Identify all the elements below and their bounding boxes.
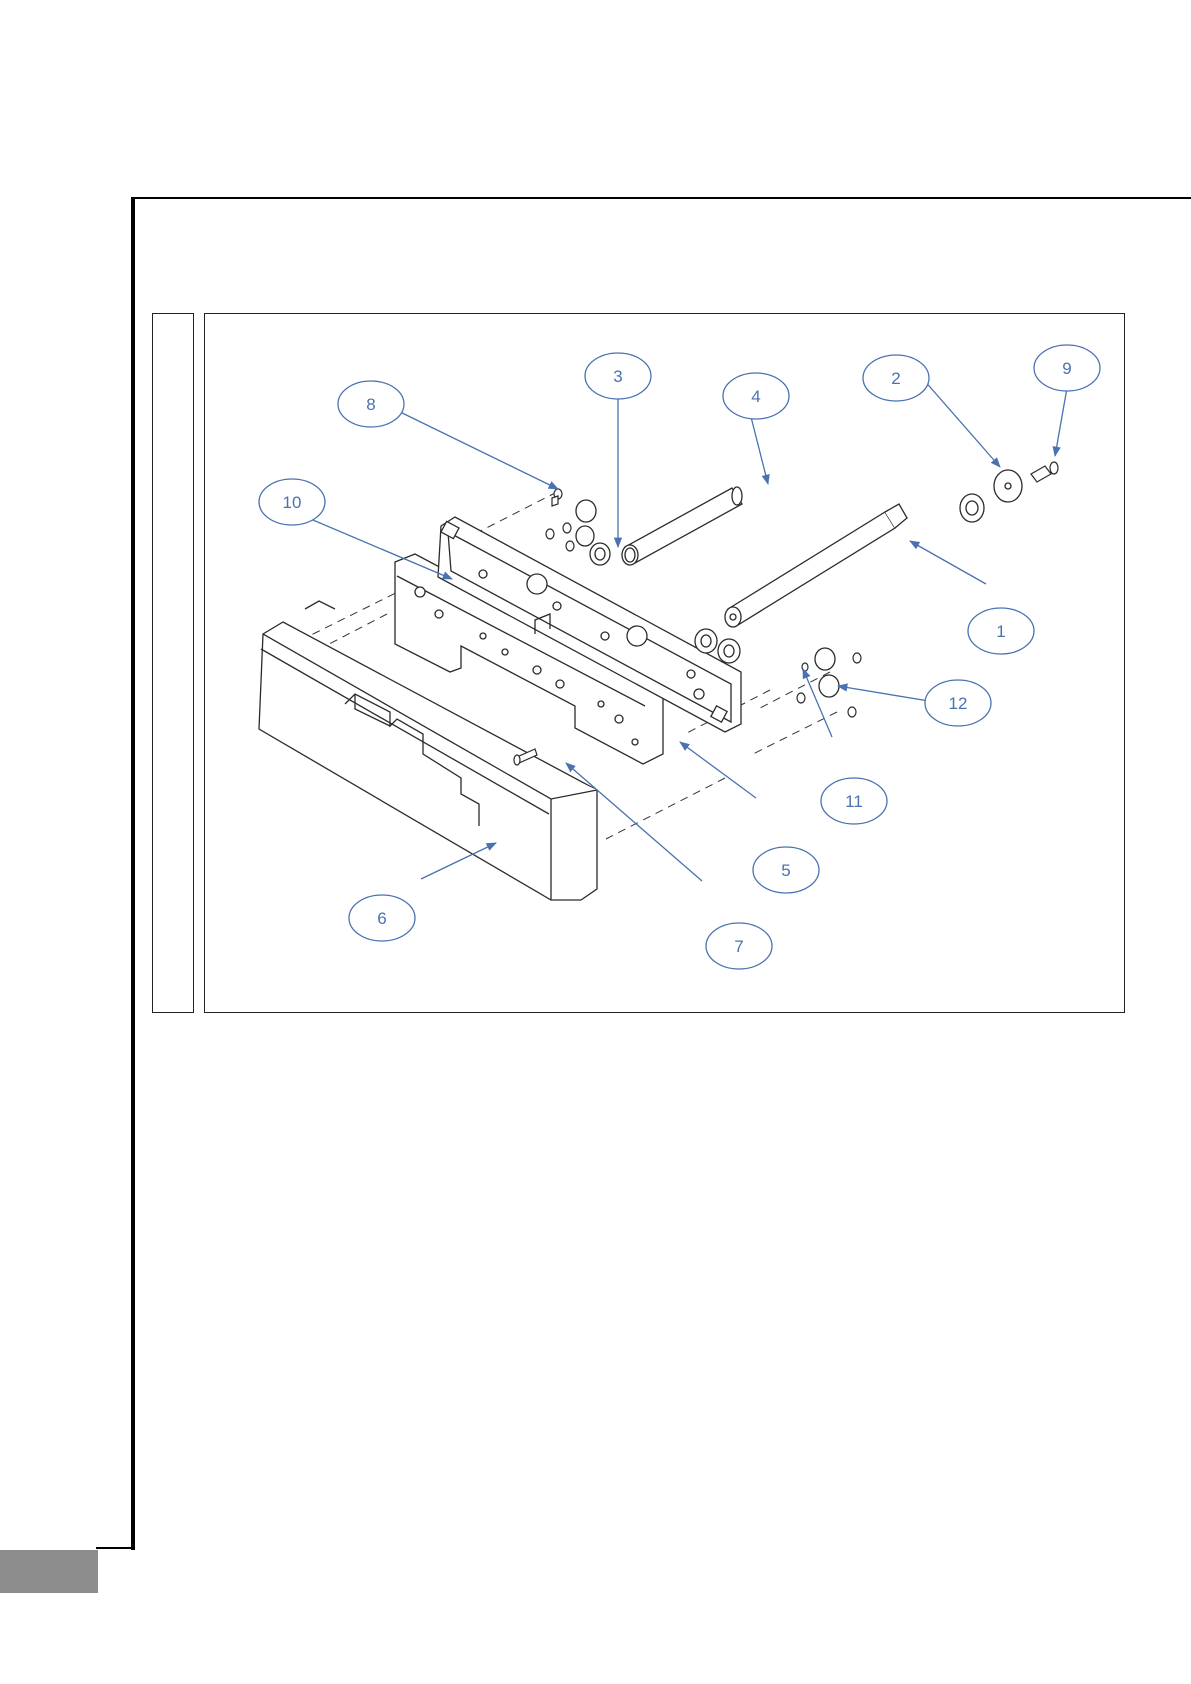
exploded-view-figure: 1 2 3 4 5 6 7 8 9 10 11 12 — [204, 313, 1125, 1013]
callout-2-label: 2 — [891, 369, 900, 388]
page-frame-top-rule — [133, 197, 1191, 199]
part-1-long-roller — [725, 504, 907, 627]
part-4-short-roller — [622, 487, 742, 565]
callout-12: 12 — [925, 680, 991, 726]
callout-7-label: 7 — [734, 937, 743, 956]
callout-11: 11 — [821, 778, 887, 824]
page-frame-bottom-rule — [96, 1547, 135, 1549]
callout-1-label: 1 — [996, 622, 1005, 641]
callout-6-label: 6 — [377, 909, 386, 928]
callout-10-label: 10 — [283, 493, 302, 512]
page-tab — [0, 1550, 98, 1593]
exploded-view-diagram: 1 2 3 4 5 6 7 8 9 10 11 12 — [205, 314, 1126, 1014]
callout-4: 4 — [723, 373, 789, 419]
callout-10: 10 — [259, 479, 325, 525]
callout-7: 7 — [706, 923, 772, 969]
callout-4-label: 4 — [751, 387, 760, 406]
callout-1: 1 — [968, 608, 1034, 654]
callout-3: 3 — [585, 353, 651, 399]
callout-8: 8 — [338, 381, 404, 427]
callout-5: 5 — [753, 847, 819, 893]
callout-9-label: 9 — [1062, 359, 1071, 378]
callout-6: 6 — [349, 895, 415, 941]
callout-2: 2 — [863, 355, 929, 401]
callout-9: 9 — [1034, 345, 1100, 391]
callout-5-label: 5 — [781, 861, 790, 880]
side-column-box — [152, 313, 194, 1013]
page-frame-left-rule — [131, 197, 135, 1550]
callout-12-label: 12 — [949, 694, 968, 713]
callout-11-label: 11 — [845, 792, 863, 811]
callout-3-label: 3 — [613, 367, 622, 386]
callout-8-label: 8 — [366, 395, 375, 414]
